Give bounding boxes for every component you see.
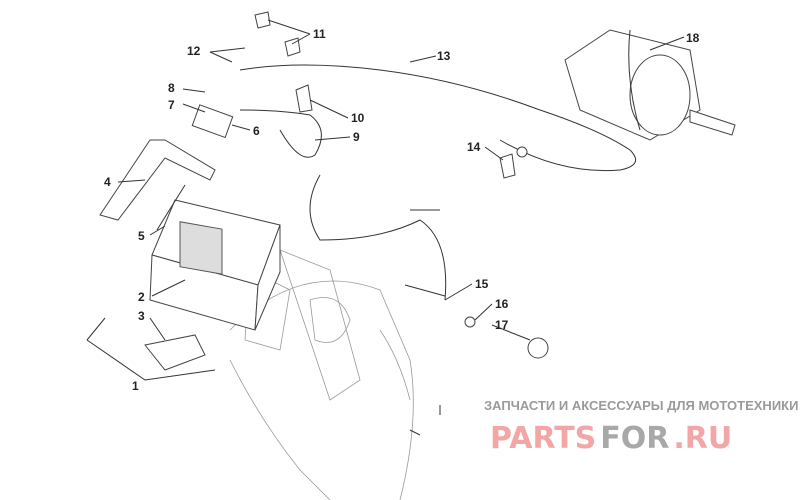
callout-1: 1 bbox=[132, 379, 139, 393]
callout-14: 14 bbox=[467, 140, 481, 154]
callout-12: 12 bbox=[187, 44, 201, 58]
callout-6: 6 bbox=[253, 124, 260, 138]
watermark-subtitle: ЗАПЧАСТИ И АКСЕССУАРЫ ДЛЯ МОТОТЕХНИКИ bbox=[484, 398, 799, 413]
frame-outline bbox=[229, 249, 414, 500]
callout-9: 9 bbox=[353, 130, 360, 144]
ground-cable bbox=[309, 174, 447, 301]
callout-13: 13 bbox=[437, 49, 451, 63]
callout-16: 16 bbox=[495, 297, 509, 311]
callout-3: 3 bbox=[138, 309, 145, 323]
starter-motor bbox=[564, 29, 736, 141]
callout-18: 18 bbox=[686, 31, 700, 45]
battery-positive-cable bbox=[239, 109, 322, 158]
starter-cable bbox=[239, 64, 637, 172]
callout-10: 10 bbox=[351, 111, 365, 125]
callout-5: 5 bbox=[138, 229, 145, 243]
callout-labels: 1 2 3 4 5 6 7 8 9 10 11 12 13 14 15 16 1… bbox=[104, 27, 700, 393]
battery bbox=[149, 199, 281, 331]
callout-4: 4 bbox=[104, 175, 111, 189]
logo-part-for: FOR bbox=[600, 421, 670, 456]
callout-15: 15 bbox=[475, 277, 489, 291]
callout-17: 17 bbox=[495, 318, 509, 332]
logo-part-parts: PARTS bbox=[490, 421, 597, 456]
battery-strap-bracket bbox=[99, 139, 216, 221]
leader-lines bbox=[86, 19, 685, 381]
callout-2: 2 bbox=[138, 290, 145, 304]
logo-part-ru: .RU bbox=[673, 421, 733, 456]
callout-8: 8 bbox=[168, 81, 175, 95]
callout-11: 11 bbox=[313, 27, 326, 41]
bolts bbox=[156, 184, 446, 436]
starter-relay bbox=[191, 104, 234, 139]
terminal-caps bbox=[144, 11, 549, 371]
callout-7: 7 bbox=[168, 98, 175, 112]
